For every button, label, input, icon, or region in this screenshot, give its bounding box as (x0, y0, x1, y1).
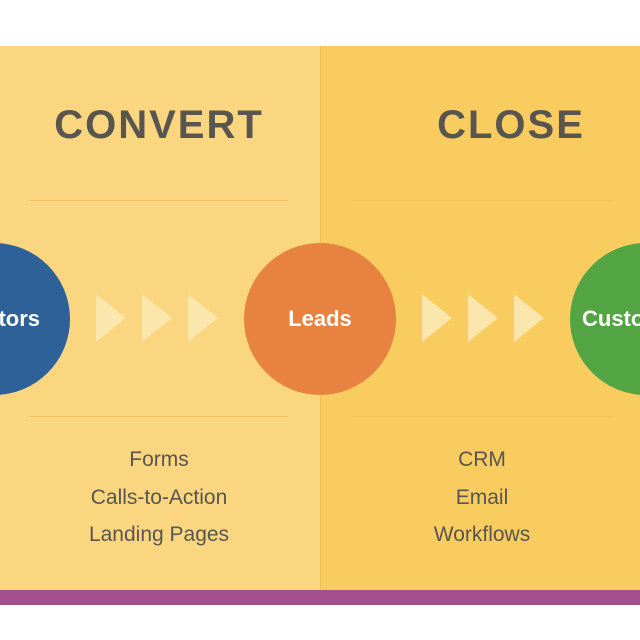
chevron-right-icon (468, 294, 498, 342)
convert-top-rule (30, 200, 288, 201)
leads-node: Leads (244, 243, 396, 395)
chevron-right-icon (96, 294, 126, 342)
convert-tools-list: Forms Calls-to-Action Landing Pages (0, 441, 318, 554)
list-item: Landing Pages (88, 523, 230, 546)
chevron-right-icon (142, 294, 172, 342)
close-stage-title: CLOSE (437, 103, 585, 147)
customers-node-label: Custo (582, 306, 640, 331)
close-bottom-rule (352, 416, 610, 417)
convert-bottom-rule (30, 416, 288, 417)
visitors-node-label: tors (0, 306, 40, 331)
list-item: Workflows (433, 523, 531, 546)
chevron-right-icon (514, 294, 544, 342)
list-item: Forms (129, 448, 189, 471)
close-tools-list: CRM Email Workflows (321, 441, 640, 554)
convert-stage-title: CONVERT (54, 103, 264, 147)
bottom-accent-bar (0, 590, 640, 605)
chevron-right-icon (422, 294, 452, 342)
chevron-right-icon (188, 294, 218, 342)
leads-node-label: Leads (288, 306, 352, 331)
close-top-rule (352, 200, 610, 201)
list-item: Calls-to-Action (90, 485, 228, 509)
list-item: Email (455, 485, 509, 509)
list-item: CRM (458, 448, 506, 471)
